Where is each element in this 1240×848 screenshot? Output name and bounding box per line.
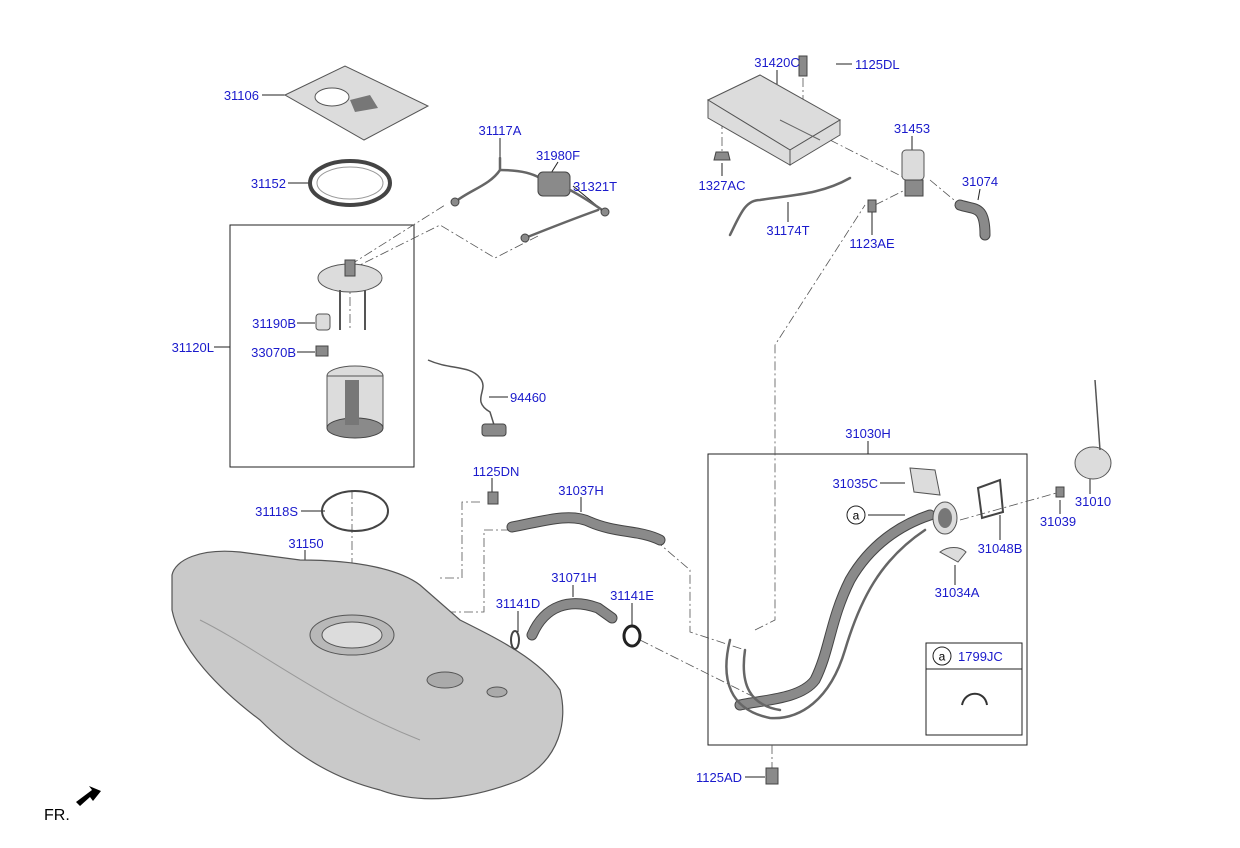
part-label-31118S[interactable]: 31118S — [255, 504, 298, 519]
canister-vent-hose — [954, 199, 991, 241]
hose-clip — [961, 692, 988, 706]
part-label-31034A[interactable]: 31034A — [935, 585, 980, 600]
tank-bolt — [487, 491, 499, 505]
canister-bolt — [798, 55, 808, 77]
callout-box-marker-text: a — [939, 650, 946, 664]
part-label-31190B[interactable]: 31190B — [252, 316, 296, 331]
hose-clamp-right — [622, 624, 642, 648]
fuel-filter-line-assembly — [450, 156, 610, 243]
part-label-31071H[interactable]: 31071H — [551, 570, 597, 585]
part-label-1125AD[interactable]: 1125AD — [696, 770, 742, 785]
leader-lines — [214, 63, 1091, 778]
part-label-31141D[interactable]: 31141D — [496, 596, 541, 611]
front-label: FR. — [44, 807, 70, 824]
fuel-pump-assembly-box — [229, 224, 415, 468]
part-label-31420C[interactable]: 31420C — [754, 55, 800, 70]
part-label-31174T[interactable]: 31174T — [766, 223, 809, 238]
filler-neck-mount-bolt — [765, 767, 779, 785]
fuel-pump-reservoir — [326, 365, 384, 439]
tank-gasket — [321, 490, 389, 532]
retaining-ring — [308, 159, 392, 207]
canister-vent-tube — [728, 176, 852, 237]
part-label-1125DN[interactable]: 1125DN — [473, 464, 520, 479]
vent-hose-upper — [506, 512, 666, 546]
part-label-31010[interactable]: 31010 — [1075, 494, 1111, 509]
part-label-1327AC[interactable]: 1327AC — [699, 178, 746, 193]
part-label-31321T[interactable]: 31321T — [573, 179, 617, 194]
filler-neck-bracket — [909, 467, 941, 496]
part-label-31141E[interactable]: 31141E — [610, 588, 654, 603]
part-label-31035C[interactable]: 31035C — [832, 476, 878, 491]
part-label-94460[interactable]: 94460 — [510, 390, 546, 405]
fuel-filler-cap — [1074, 379, 1112, 480]
filler-neck-screw — [1055, 486, 1065, 498]
fuel-pump-cover-plate — [283, 65, 430, 141]
part-label-31048B[interactable]: 31048B — [978, 541, 1023, 556]
part-label-31039[interactable]: 31039 — [1040, 514, 1076, 529]
part-label-31152[interactable]: 31152 — [251, 176, 286, 191]
part-label-31106[interactable]: 31106 — [224, 88, 259, 103]
canister-nut — [713, 151, 731, 161]
callout-marker-in-box: a — [932, 646, 952, 666]
part-label-31980F[interactable]: 31980F — [536, 148, 580, 163]
vapor-canister — [706, 74, 841, 166]
part-label-1125DL[interactable]: 1125DL — [855, 57, 900, 72]
fuel-tank — [171, 550, 564, 800]
filler-hose — [526, 598, 618, 641]
part-label-31037H[interactable]: 31037H — [558, 483, 604, 498]
part-label-1123AE[interactable]: 1123AE — [849, 236, 895, 251]
front-arrow-icon — [76, 786, 101, 806]
canister-close-valve — [901, 149, 925, 197]
callout-a-box — [925, 642, 1023, 736]
hose-clamp-left — [510, 630, 520, 650]
part-label-33070B[interactable]: 33070B — [251, 345, 296, 360]
filler-neck-cap-seal — [932, 501, 958, 535]
part-label-31074[interactable]: 31074 — [962, 174, 998, 189]
filler-neck-shield — [939, 547, 967, 563]
callout-marker-text: a — [853, 509, 860, 523]
callout-marker-on-diagram: a — [846, 505, 866, 525]
filler-neck-pipe — [725, 509, 936, 720]
part-label-1799JC[interactable]: 1799JC — [958, 649, 1003, 664]
connection-lines — [349, 78, 1061, 768]
front-orientation-indicator: FR. — [44, 786, 101, 824]
fuel-sender-connector — [315, 345, 329, 357]
canister-valve-bolt — [867, 199, 877, 213]
fuel-pressure-regulator — [315, 313, 331, 331]
part-label-31117A[interactable]: 31117A — [479, 123, 522, 138]
part-label-31150[interactable]: 31150 — [288, 536, 323, 551]
fuel-sender-wiring — [427, 359, 507, 437]
fuel-pump-flange — [317, 259, 383, 330]
filler-neck-housing-seal — [976, 478, 1005, 520]
part-label-31453[interactable]: 31453 — [894, 121, 930, 136]
part-label-31120L[interactable]: 31120L — [172, 340, 214, 355]
part-label-31030H[interactable]: 31030H — [845, 426, 891, 441]
